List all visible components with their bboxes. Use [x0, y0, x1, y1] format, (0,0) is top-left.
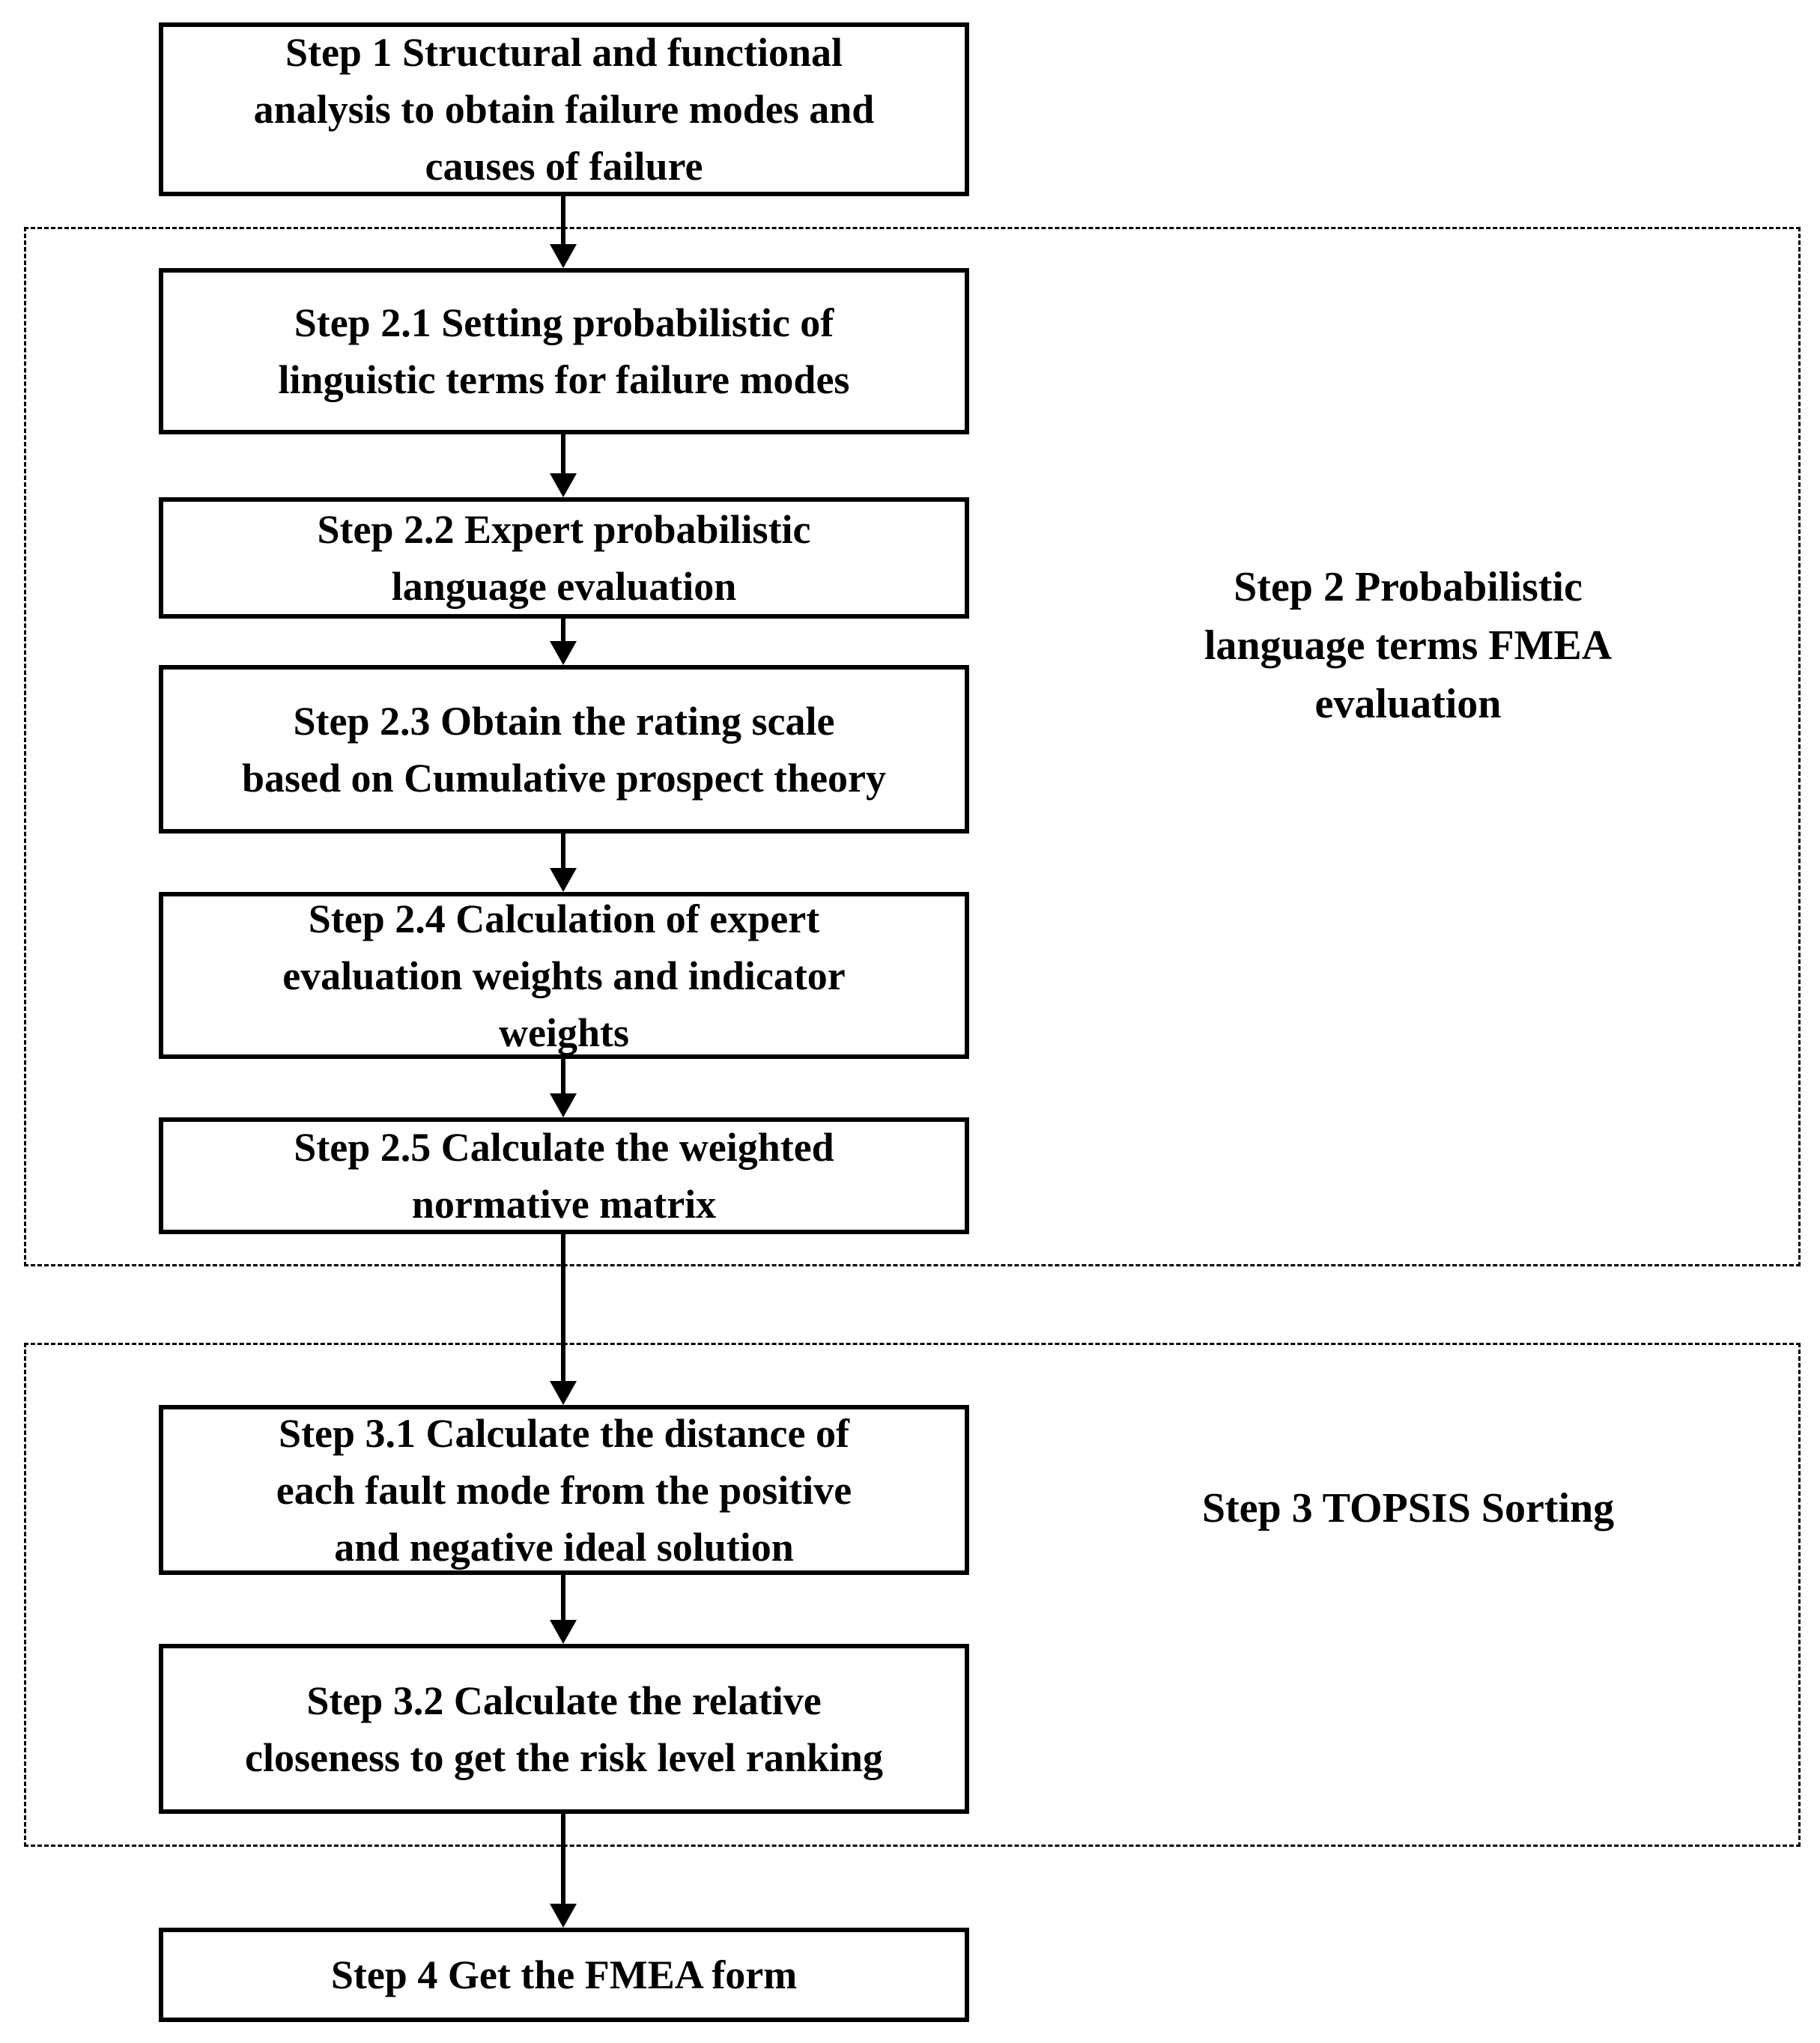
- arrowhead-s1-s21: [550, 244, 577, 268]
- step-4-box: Step 4 Get the FMEA form: [159, 1928, 969, 2022]
- step-2-3-box: Step 2.3 Obtain the rating scale based o…: [159, 665, 969, 834]
- arrowhead-s21-s22: [550, 473, 577, 497]
- step-2-group-label: Step 2 Probabilistic language terms FMEA…: [1204, 564, 1613, 727]
- step-2-5-box: Step 2.5 Calculate the weighted normativ…: [159, 1117, 969, 1234]
- arrowhead-s32-s4: [550, 1904, 577, 1928]
- arrowhead-s31-s32: [550, 1620, 577, 1644]
- arrowhead-s25-s31: [550, 1381, 577, 1405]
- step-2-2-box: Step 2.2 Expert probabilistic language e…: [159, 497, 969, 619]
- step-2-1-box: Step 2.1 Setting probabilistic of lingui…: [159, 268, 969, 434]
- arrowhead-s23-s24: [550, 868, 577, 892]
- arrowhead-s24-s25: [550, 1093, 577, 1117]
- step-1-box: Step 1 Structural and functional analysi…: [159, 22, 969, 196]
- step-3-2-box: Step 3.2 Calculate the relative closenes…: [159, 1644, 969, 1814]
- step-2-group: [24, 227, 1801, 1266]
- step-3-group-label: Step 3 TOPSIS Sorting: [1201, 1485, 1615, 1532]
- step-3-group: [24, 1343, 1801, 1847]
- arrowhead-s22-s23: [550, 641, 577, 665]
- step-3-1-box: Step 3.1 Calculate the distance of each …: [159, 1405, 969, 1575]
- step-2-4-box: Step 2.4 Calculation of expert evaluatio…: [159, 892, 969, 1059]
